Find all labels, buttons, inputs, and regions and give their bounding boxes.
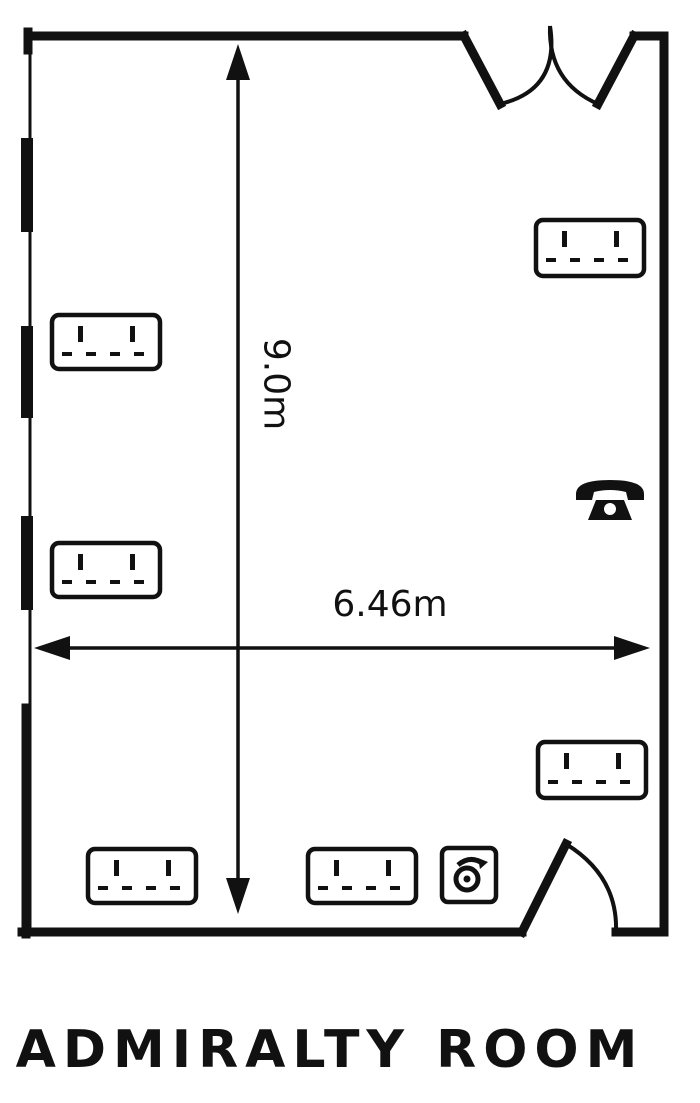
power-socket-icon xyxy=(533,217,647,279)
socket-pin xyxy=(596,780,606,784)
socket-pin xyxy=(134,352,144,356)
socket-pin xyxy=(62,580,72,584)
socket-pin xyxy=(146,886,156,890)
socket-pin xyxy=(616,753,621,769)
data-point-icon xyxy=(439,845,499,905)
data-point-dot xyxy=(463,875,471,883)
socket-pin xyxy=(334,860,339,876)
socket-pin xyxy=(546,258,556,262)
socket-pin xyxy=(166,860,171,876)
socket-frame xyxy=(305,846,419,906)
arrow-head-bottom xyxy=(226,878,250,914)
socket-pin xyxy=(562,231,567,247)
socket-frame xyxy=(49,540,163,600)
socket-pin xyxy=(170,886,180,890)
socket-frame xyxy=(85,846,199,906)
socket-pin xyxy=(86,580,96,584)
arrow-head-left xyxy=(34,636,70,660)
socket-pin xyxy=(342,886,352,890)
socket-frame xyxy=(535,739,649,801)
socket-pin xyxy=(386,860,391,876)
socket-pin xyxy=(62,352,72,356)
telephone-dial xyxy=(604,503,616,515)
socket-pin xyxy=(110,580,120,584)
power-socket-icon xyxy=(535,739,649,801)
power-socket-icon xyxy=(85,846,199,906)
data-point-ring xyxy=(453,865,481,893)
socket-pin xyxy=(572,780,582,784)
socket-pin xyxy=(78,326,83,342)
socket-pin xyxy=(366,886,376,890)
power-socket-icon xyxy=(305,846,419,906)
telephone-handset xyxy=(576,480,644,500)
socket-pin xyxy=(614,231,619,247)
double-door-icon[interactable] xyxy=(457,25,641,111)
data-point-frame xyxy=(439,845,499,905)
socket-pin xyxy=(86,352,96,356)
length-dimension: 9.0m xyxy=(226,44,297,914)
socket-pin xyxy=(620,780,630,784)
arrow-head-top xyxy=(226,44,250,80)
double-door-left-leaf xyxy=(499,25,554,106)
data-point-arrow xyxy=(478,858,488,869)
floor-plan: 9.0m 6.46m xyxy=(17,25,669,939)
socket-pin xyxy=(114,860,119,876)
socket-pin xyxy=(618,258,628,262)
width-dimension: 6.46m xyxy=(34,584,650,660)
socket-pin xyxy=(134,580,144,584)
double-door-left-jamb xyxy=(457,29,507,111)
socket-pin xyxy=(130,326,135,342)
socket-pin xyxy=(98,886,108,890)
single-door-leaf xyxy=(564,842,619,933)
room-title: ADMIRALTY ROOM xyxy=(15,1020,645,1080)
socket-frame xyxy=(49,312,163,372)
arrow-head-right xyxy=(614,636,650,660)
length-label: 9.0m xyxy=(256,338,297,430)
power-socket-icon xyxy=(49,540,163,600)
single-door-icon[interactable] xyxy=(515,837,619,939)
socket-pin xyxy=(564,753,569,769)
socket-pin xyxy=(110,352,120,356)
power-socket-icon xyxy=(49,312,163,372)
socket-pin xyxy=(390,886,400,890)
socket-pin xyxy=(130,554,135,570)
socket-frame xyxy=(533,217,647,279)
single-door-jamb xyxy=(515,837,573,939)
socket-pin xyxy=(78,554,83,570)
width-label: 6.46m xyxy=(332,584,447,625)
socket-pin xyxy=(548,780,558,784)
telephone-icon xyxy=(576,480,644,520)
double-door-right-leaf xyxy=(547,25,599,106)
socket-pin xyxy=(122,886,132,890)
double-door-right-jamb xyxy=(591,29,641,111)
socket-pin xyxy=(318,886,328,890)
socket-pin xyxy=(594,258,604,262)
socket-pin xyxy=(570,258,580,262)
